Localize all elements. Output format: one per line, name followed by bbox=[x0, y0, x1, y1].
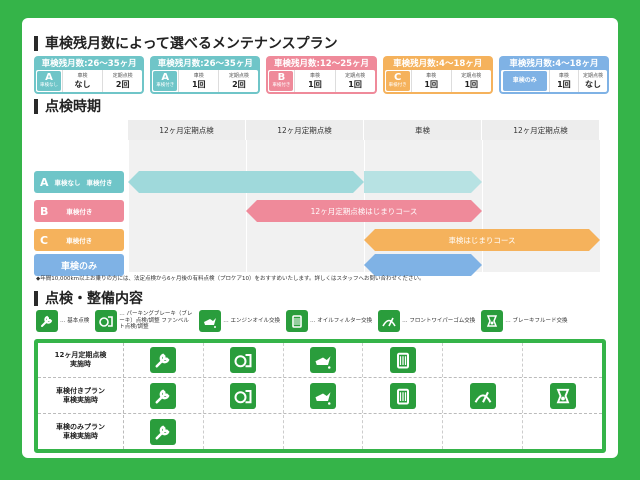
table-cell bbox=[363, 343, 444, 377]
table-row: 車検のみプラン車検実施時 bbox=[38, 415, 602, 449]
legend-item: … フロントワイパーゴム交換 bbox=[378, 307, 475, 335]
table-cell bbox=[124, 379, 204, 413]
oil-filter-icon bbox=[286, 310, 308, 332]
wrench-icon bbox=[150, 419, 177, 445]
schedule-row-b: B 車検付き bbox=[34, 200, 124, 222]
table-cell bbox=[523, 379, 602, 413]
table-cell bbox=[204, 415, 284, 449]
icon-legend: … 基本点検… パーキングブレーキ（ブレーキ）点検/調整 ファンベルト点検/調整… bbox=[36, 307, 606, 335]
inspection-schedule: 12ヶ月定期点検 12ヶ月定期点検 車検 12ヶ月定期点検 A 車検なし 車検付… bbox=[34, 120, 600, 276]
plan-badge: C 車検付き bbox=[385, 71, 410, 91]
section-title-schedule: 点検時期 bbox=[34, 96, 101, 116]
plan-card-header: 車検残月数:12〜25ヶ月 bbox=[273, 59, 370, 69]
brake-fluid-icon bbox=[481, 310, 504, 332]
plan-badge: B 車検付き bbox=[269, 71, 294, 91]
main-panel: 車検残月数によって選べるメンテナンスプラン 車検残月数:26〜35ヶ月 A 車検… bbox=[22, 18, 618, 458]
table-cell bbox=[204, 343, 284, 377]
legend-item: … エンジンオイル交換 bbox=[199, 307, 280, 335]
arrow-c-label: 車検はじまりコース bbox=[448, 235, 516, 245]
wiper-icon bbox=[469, 383, 496, 409]
oil-filter-icon bbox=[389, 383, 416, 409]
plan-badge: A 車検なし bbox=[37, 71, 61, 91]
section-title-plans: 車検残月数によって選べるメンテナンスプラン bbox=[34, 33, 338, 53]
schedule-row-c: C 車検付き bbox=[34, 229, 124, 251]
oil-filter-icon bbox=[389, 347, 416, 373]
arrow-a-short bbox=[364, 171, 482, 193]
wrench-icon bbox=[150, 383, 177, 409]
plan-badge: A 車検付き bbox=[153, 71, 178, 91]
plan-card-header: 車検残月数:26〜35ヶ月 bbox=[41, 59, 137, 69]
arrow-c bbox=[364, 229, 600, 251]
wrench-icon bbox=[150, 347, 177, 373]
legend-item: … 基本点検 bbox=[36, 307, 89, 335]
table-row: 車検付きプラン車検実施時 bbox=[38, 379, 602, 413]
table-cell bbox=[284, 343, 364, 377]
brake-icon bbox=[230, 347, 257, 373]
oil-can-icon bbox=[310, 347, 337, 373]
table-cell bbox=[523, 343, 602, 377]
table-row-label: 12ヶ月定期点検実施時 bbox=[38, 343, 124, 377]
table-cell bbox=[523, 415, 602, 449]
mileage-note: ◆年間10,000km以上お乗りの方には、法定点検から6ヶ月後の有料点検（プロケ… bbox=[36, 276, 425, 282]
table-cell bbox=[124, 415, 204, 449]
schedule-column-2: 12ヶ月定期点検 bbox=[246, 120, 364, 140]
plan-card-header: 車検残月数:4〜18ヶ月 bbox=[509, 59, 599, 69]
table-row-label: 車検付きプラン車検実施時 bbox=[38, 379, 124, 413]
table-cell bbox=[363, 379, 444, 413]
table-cell bbox=[443, 379, 524, 413]
legend-item: … パーキングブレーキ（ブレーキ）点検/調整 ファンベルト点検/調整 bbox=[95, 307, 193, 335]
table-row-label: 車検のみプラン車検実施時 bbox=[38, 415, 124, 449]
plan-card-header: 車検残月数:26〜35ヶ月 bbox=[157, 59, 253, 69]
schedule-column-1: 12ヶ月定期点検 bbox=[128, 120, 246, 140]
table-cell bbox=[284, 415, 364, 449]
table-cell bbox=[443, 343, 524, 377]
section-title-maintenance: 点検・整備内容 bbox=[34, 288, 143, 308]
arrow-b-label: 12ヶ月定期点検はじまりコース bbox=[310, 206, 418, 216]
schedule-column-3: 車検 bbox=[364, 120, 482, 140]
legend-item: … オイルフィルター交換 bbox=[286, 307, 372, 335]
oil-can-icon bbox=[199, 310, 222, 332]
arrow-inspection-only bbox=[364, 254, 482, 276]
brake-icon bbox=[230, 383, 257, 409]
table-cell bbox=[443, 415, 524, 449]
schedule-row-inspection-only: 車検のみ bbox=[34, 254, 124, 276]
schedule-column-4: 12ヶ月定期点検 bbox=[482, 120, 600, 140]
table-cell bbox=[363, 415, 444, 449]
wrench-icon bbox=[36, 310, 58, 332]
oil-can-icon bbox=[310, 383, 337, 409]
brake-fluid-icon bbox=[549, 383, 576, 409]
plan-badge: 車検のみ bbox=[502, 71, 547, 91]
schedule-row-a: A 車検なし 車検付き bbox=[34, 171, 124, 193]
table-row: 12ヶ月定期点検実施時 bbox=[38, 343, 602, 377]
wiper-icon bbox=[378, 310, 401, 332]
plan-card-header: 車検残月数:4〜18ヶ月 bbox=[393, 59, 483, 69]
table-cell bbox=[124, 343, 204, 377]
arrow-b bbox=[246, 200, 482, 222]
maintenance-table: 12ヶ月定期点検実施時車検付きプラン車検実施時車検のみプラン車検実施時 bbox=[34, 339, 606, 453]
brake-icon bbox=[95, 310, 118, 332]
table-cell bbox=[284, 379, 364, 413]
table-cell bbox=[204, 379, 284, 413]
legend-item: … ブレーキフルード交換 bbox=[481, 307, 568, 335]
arrow-a-long bbox=[128, 171, 364, 193]
